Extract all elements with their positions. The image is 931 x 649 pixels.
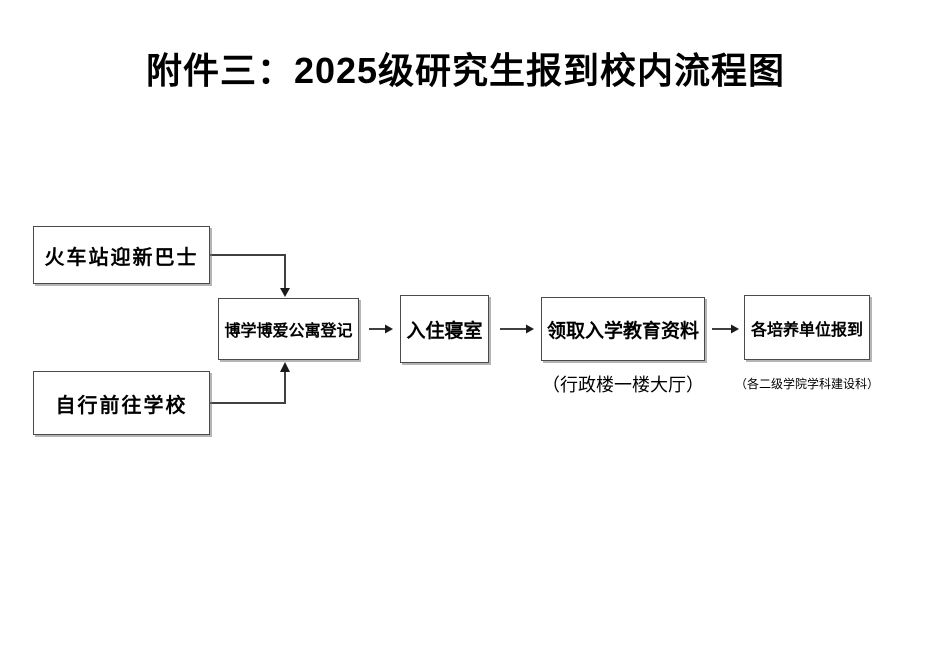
arrow-down-icon <box>280 288 290 297</box>
flow-node-label: 博学博爱公寓登记 <box>224 323 353 340</box>
flow-node-label: 领取入学教育资料 <box>546 320 699 342</box>
flow-node-label: 自行前往学校 <box>55 394 188 417</box>
flow-node-label: 火车站迎新巴士 <box>44 246 199 269</box>
flow-node-dorm-checkin: 入住寝室 <box>400 295 489 363</box>
arrow-right-icon <box>385 324 393 334</box>
note-materials-location: （行政楼一楼大厅） <box>542 375 704 395</box>
arrow-right-icon <box>526 324 534 334</box>
flow-node-self-travel: 自行前往学校 <box>33 371 210 435</box>
arrow-up-icon <box>280 362 290 372</box>
flow-node-label: 入住寝室 <box>406 320 483 342</box>
arrow-right-icon <box>731 324 739 334</box>
flow-node-apartment-registration: 博学博爱公寓登记 <box>218 298 359 360</box>
flow-node-label: 各培养单位报到 <box>750 321 863 339</box>
connector-train-bus-to-registration <box>210 254 286 289</box>
flow-node-unit-report: 各培养单位报到 <box>744 295 870 360</box>
connector-self-travel-to-registration <box>210 371 286 404</box>
flow-node-materials-pickup: 领取入学教育资料 <box>541 297 705 361</box>
flow-node-train-bus: 火车站迎新巴士 <box>33 226 210 284</box>
note-unit-report-location: （各二级学院学科建设科） <box>734 377 879 391</box>
page-title: 附件三：2025级研究生报到校内流程图 <box>145 50 786 91</box>
